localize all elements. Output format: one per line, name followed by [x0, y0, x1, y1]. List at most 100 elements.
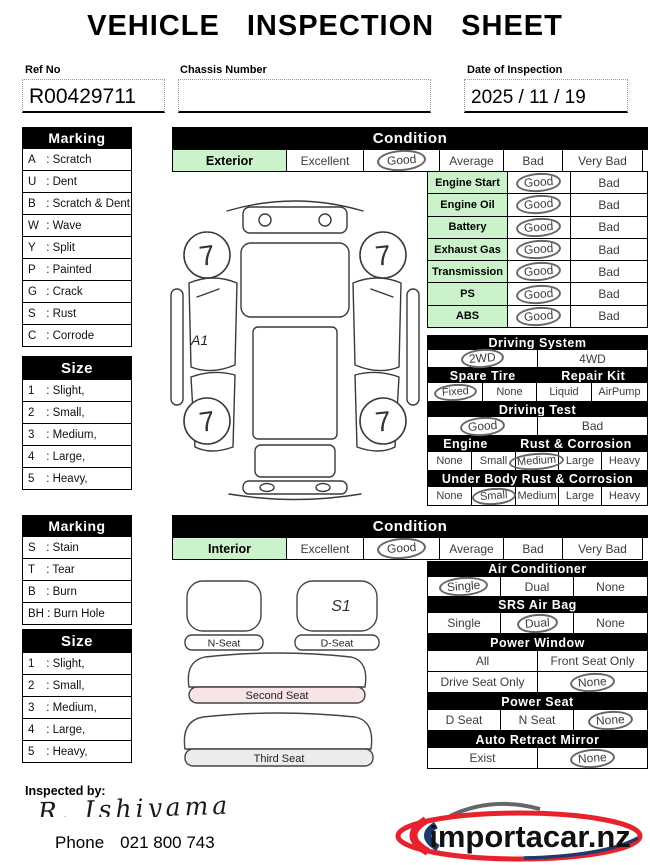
- interior-marking-table: Marking SStain TTear BBurn BHBurn Hole: [22, 515, 132, 625]
- check-row: ABS Good Bad: [427, 304, 648, 329]
- auto-retract-mirror-title: Auto Retract Mirror: [427, 731, 648, 748]
- drive-4wd: 4WD: [537, 349, 648, 368]
- size-row: 3Medium,: [22, 423, 132, 446]
- rear-bumper: [242, 480, 348, 495]
- check-good-selected: Good: [507, 215, 571, 239]
- size-row: 1Slight,: [22, 379, 132, 402]
- rear-window: [254, 444, 336, 478]
- check-good-selected: Good: [507, 282, 571, 306]
- size-row: 2Small,: [22, 401, 132, 424]
- inspected-by-label: Inspected by:: [25, 784, 106, 798]
- exterior-size-title: Size: [22, 356, 132, 380]
- second-seat-label-pill: [188, 686, 366, 704]
- ac-none: None: [573, 576, 648, 597]
- driving-test-bad: Bad: [537, 416, 648, 436]
- size-row: 2Small,: [22, 674, 132, 697]
- phone-line: Phone 021 800 743: [55, 833, 215, 853]
- tire-tread-mark: 7: [197, 239, 217, 272]
- logo-roof-arc: [449, 801, 541, 818]
- wheel-icon: [359, 231, 407, 279]
- check-label: Battery: [427, 215, 508, 239]
- ac-dual: Dual: [500, 576, 574, 597]
- marking-row: UDent: [22, 170, 132, 193]
- exterior-marking-title: Marking: [22, 127, 132, 149]
- air-conditioner-title: Air Conditioner: [427, 561, 648, 577]
- windshield: [240, 242, 350, 318]
- pw-none-selected: None: [537, 670, 648, 694]
- chassis-number-field: [178, 79, 431, 113]
- d-seat-shape: [296, 580, 378, 632]
- marking-row: CCorrode: [22, 324, 132, 347]
- driving-system-title: Driving System: [427, 335, 648, 350]
- srs-none: None: [573, 612, 648, 634]
- chassis-number-label: Chassis Number: [180, 64, 267, 76]
- ps-d-seat: D Seat: [427, 709, 501, 731]
- mirror-none-selected: None: [537, 746, 648, 770]
- pw-drive-seat-only: Drive Seat Only: [427, 671, 538, 693]
- size-row: 4Large,: [22, 718, 132, 741]
- check-label: PS: [427, 282, 508, 306]
- driving-system-block: Driving System 2WD 4WD Spare Tire Repair…: [427, 335, 648, 506]
- size-row: 3Medium,: [22, 696, 132, 719]
- marking-row: AScratch: [22, 148, 132, 171]
- mechanical-checks-table: Engine Start Good Bad Engine Oil Good Ba…: [427, 171, 648, 329]
- marking-row: PPainted: [22, 258, 132, 281]
- phone-number: 021 800 743: [120, 833, 215, 852]
- left-sill: [170, 288, 184, 406]
- underbody-rust-small-selected: Small: [471, 486, 516, 506]
- marking-row: BHBurn Hole: [22, 602, 132, 625]
- spare-tire-none: None: [482, 382, 537, 402]
- ref-no-label: Ref No: [25, 64, 61, 76]
- check-bad: Bad: [570, 237, 648, 262]
- third-seat-shape: [183, 712, 373, 750]
- roof: [252, 326, 338, 440]
- repair-kit-airpump: AirPump: [591, 382, 648, 402]
- inspector-signature: R. Ishiyama: [38, 794, 232, 817]
- check-good-selected: Good: [507, 237, 571, 262]
- wheel-icon: [183, 397, 231, 445]
- ps-none-selected: None: [573, 708, 648, 732]
- n-seat-label: N-Seat: [208, 638, 241, 650]
- check-label: Engine Start: [427, 171, 508, 195]
- size-row: 1Slight,: [22, 652, 132, 675]
- seats-diagram: N-Seat D-Seat S1 Second Seat Third Seat: [183, 580, 380, 767]
- check-bad: Bad: [570, 193, 648, 217]
- repair-kit-liquid: Liquid: [536, 382, 592, 402]
- check-good-selected: Good: [507, 304, 571, 329]
- n-seat-label-pill: [184, 634, 264, 651]
- exterior-condition-label: Exterior: [172, 149, 287, 172]
- interior-condition-block: Condition Interior Excellent Good Averag…: [172, 515, 648, 561]
- page-title: VEHICLE INSPECTION SHEET: [87, 10, 563, 42]
- exterior-condition-block: Condition Exterior Excellent Good Averag…: [172, 127, 648, 173]
- tire-tread-mark: 7: [374, 239, 393, 271]
- spare-tire-repair-kit-title: Spare Tire Repair Kit: [427, 368, 648, 383]
- underbody-rust-medium: Medium: [515, 486, 559, 506]
- interior-size-title: Size: [22, 629, 132, 653]
- srs-dual-selected: Dual: [500, 612, 574, 634]
- d-seat-damage-marking: S1: [331, 598, 351, 615]
- check-row: Engine Oil Good Bad: [427, 193, 648, 217]
- front-panel: [242, 206, 348, 234]
- tire-tread-mark: 7: [197, 405, 217, 438]
- check-good-selected: Good: [507, 260, 571, 284]
- left-rear-door: [190, 371, 236, 452]
- inspection-date-value: 2025 / 11 / 19: [471, 87, 586, 108]
- check-label: ABS: [427, 304, 508, 329]
- d-seat-label-pill: [294, 634, 380, 651]
- ps-n-seat: N Seat: [500, 709, 574, 731]
- inspection-date-field: 2025 / 11 / 19: [464, 79, 628, 113]
- check-good-selected: Good: [507, 171, 571, 195]
- check-row: Engine Start Good Bad: [427, 171, 648, 195]
- condition-option: Excellent: [286, 149, 364, 172]
- condition-option: Bad: [503, 537, 563, 560]
- ref-no-value: R00429711: [29, 85, 137, 108]
- check-label: Transmission: [427, 260, 508, 284]
- mirror-exist: Exist: [427, 747, 538, 769]
- driving-test-good-selected: Good: [427, 414, 538, 438]
- d-seat-label: D-Seat: [321, 638, 354, 650]
- marking-row: BBurn: [22, 580, 132, 603]
- driving-test-title: Driving Test: [427, 402, 648, 417]
- second-seat-label: Second Seat: [246, 690, 309, 702]
- check-row: Transmission Good Bad: [427, 260, 648, 284]
- engine-rust-medium-selected: Medium: [508, 450, 566, 472]
